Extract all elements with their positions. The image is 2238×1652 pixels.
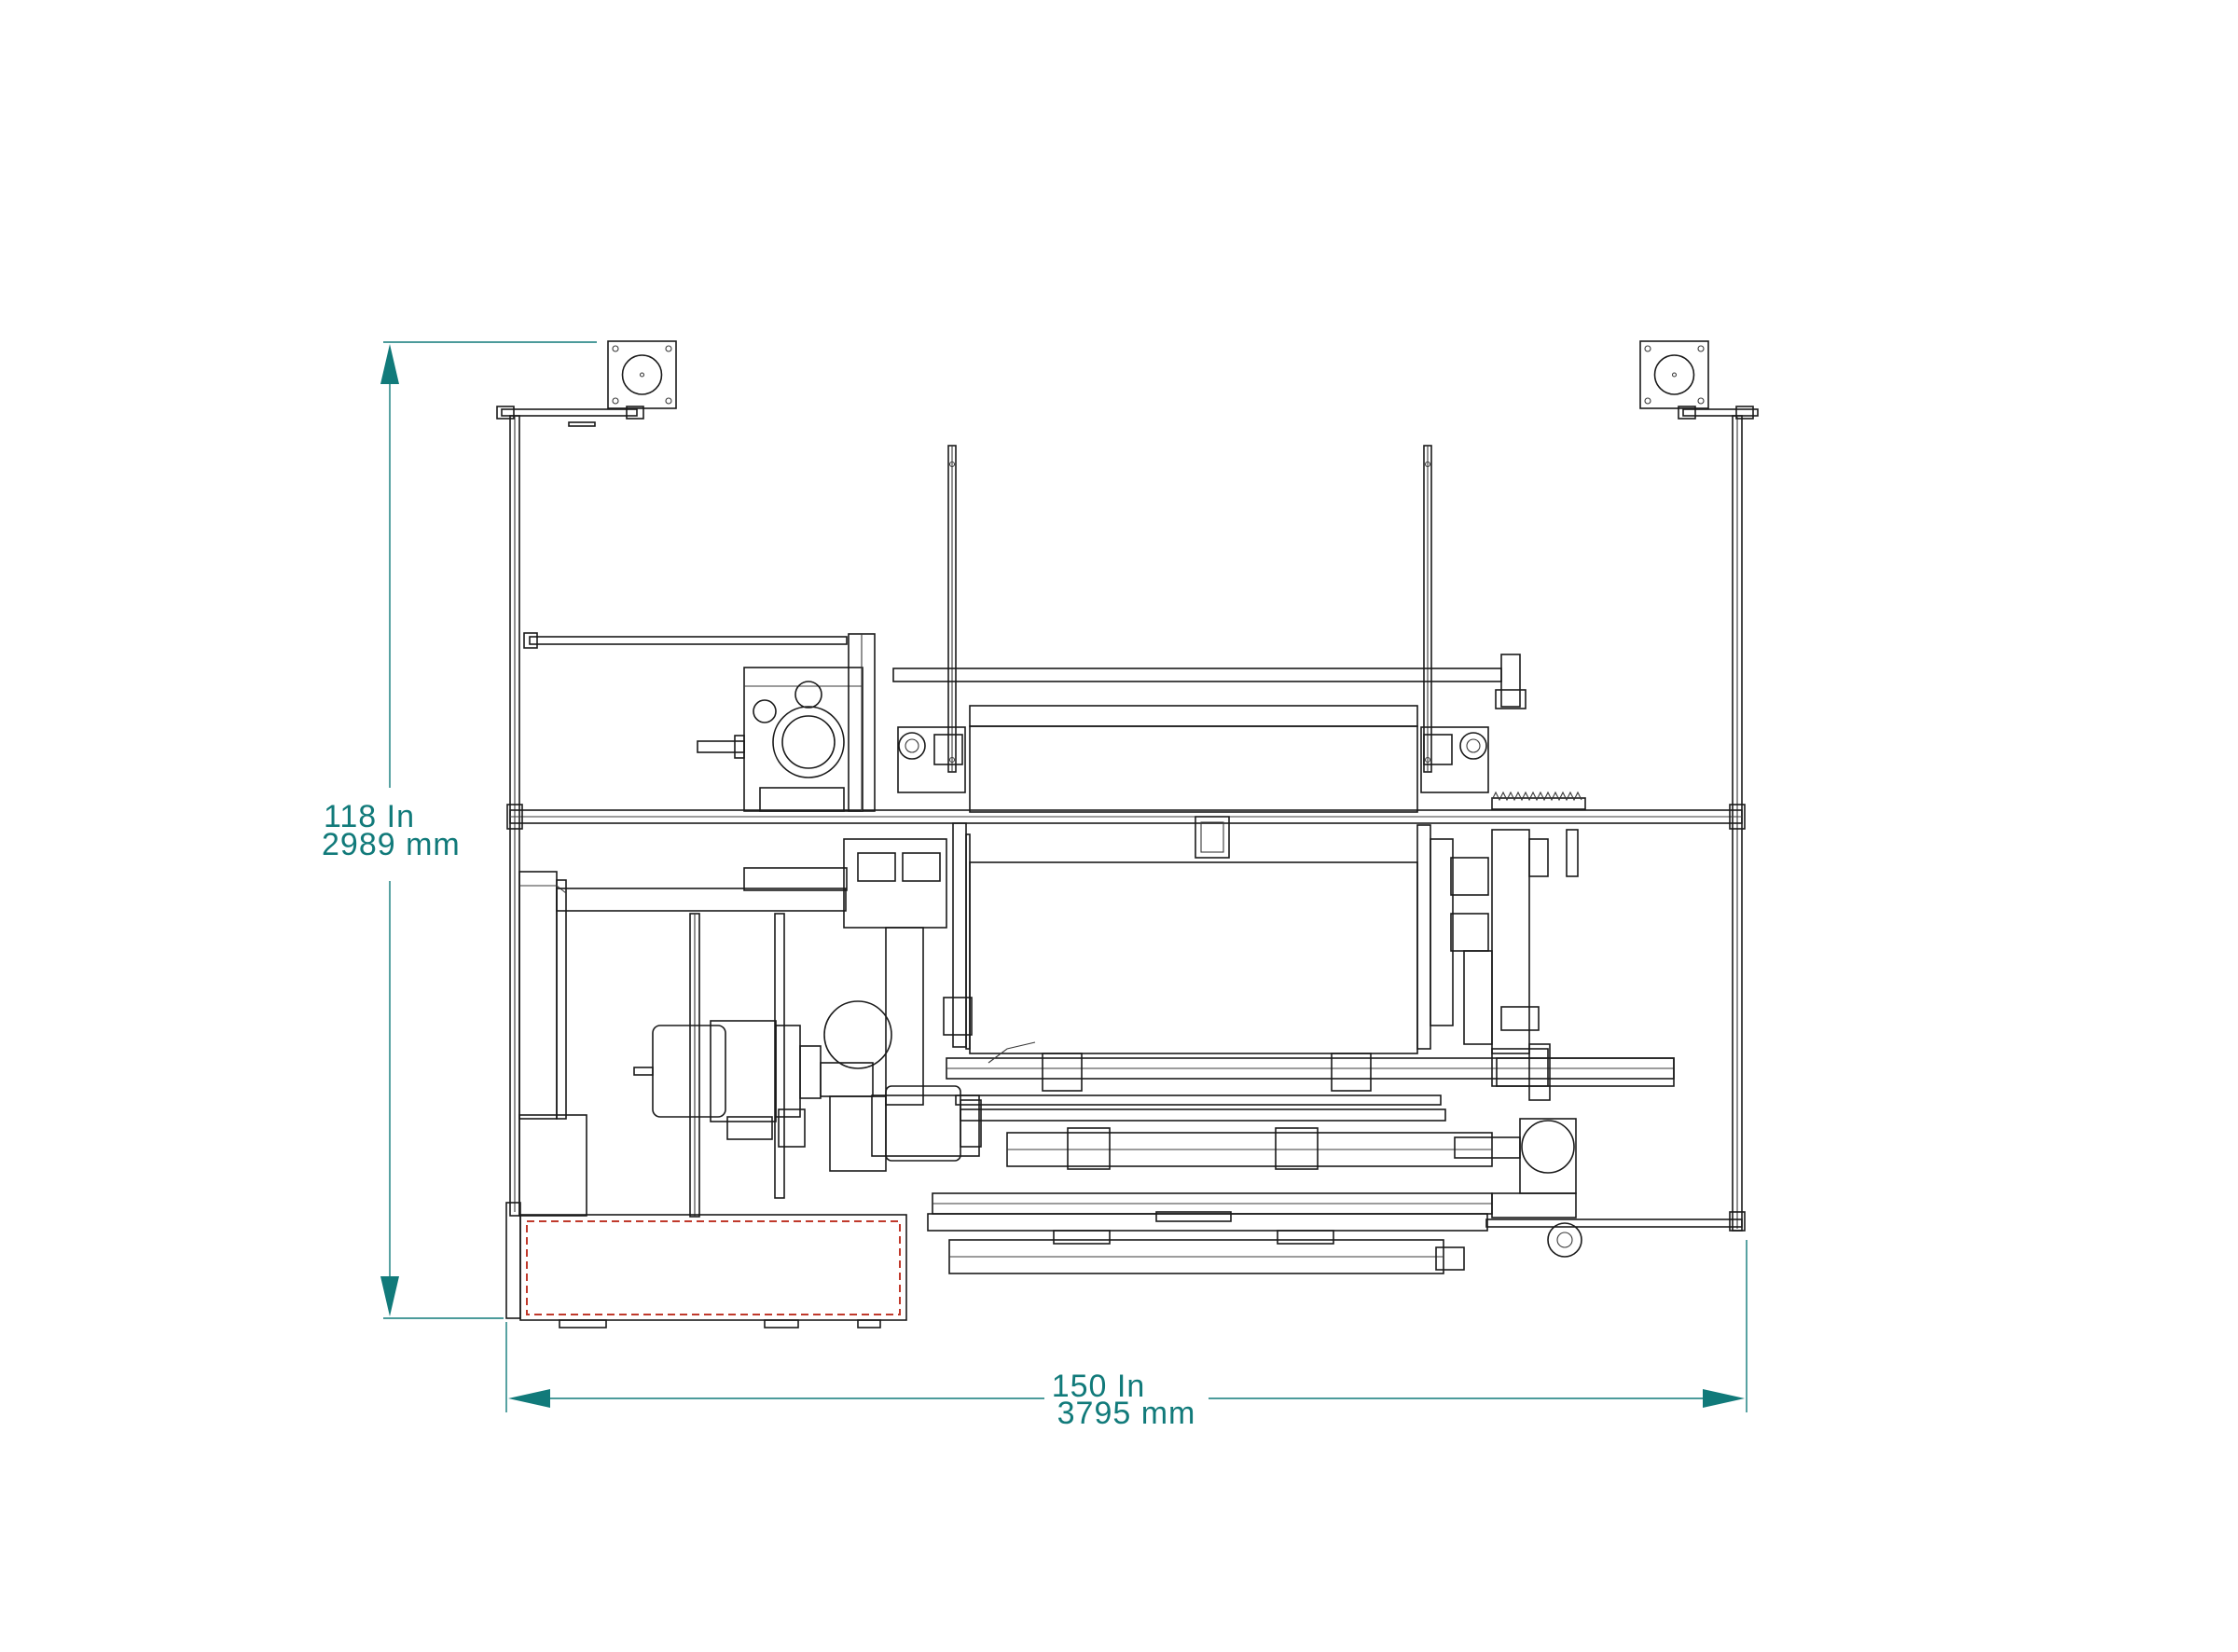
- upper-roller-assembly: [892, 654, 1586, 859]
- height-metric-label: 2989 mm: [322, 827, 461, 862]
- width-arrow-left: [508, 1389, 550, 1408]
- center-vertical-frame: [943, 822, 1579, 1054]
- lower-shaft-assembly: [946, 1041, 1675, 1170]
- electric-motor: [633, 1020, 822, 1148]
- width-arrow-right: [1703, 1389, 1745, 1408]
- mounting-plate-right: [1639, 340, 1709, 409]
- outer-frame: [496, 406, 1759, 1232]
- mounting-plate-left: [607, 340, 677, 409]
- height-imperial-label: 118 In: [324, 799, 415, 834]
- vertical-rod-right: [1423, 445, 1432, 773]
- lower-conveyor: [927, 1192, 1493, 1274]
- guard-panel: [505, 1202, 907, 1328]
- left-lower-frame: [518, 867, 848, 1218]
- height-arrow-top: [380, 344, 399, 384]
- width-metric-label: 3795 mm: [1057, 1396, 1196, 1431]
- right-end-mechanism: [1454, 1043, 1675, 1258]
- height-arrow-bottom: [380, 1276, 399, 1316]
- gearbox-upper: [697, 633, 876, 812]
- vertical-rod-left: [947, 445, 957, 773]
- height-dimension: 118 In 2989 mm: [322, 341, 597, 1319]
- drive-pulley-group: [820, 838, 982, 1172]
- width-dimension: 150 In 3795 mm: [505, 1240, 1748, 1431]
- width-imperial-label: 150 In: [1052, 1369, 1146, 1404]
